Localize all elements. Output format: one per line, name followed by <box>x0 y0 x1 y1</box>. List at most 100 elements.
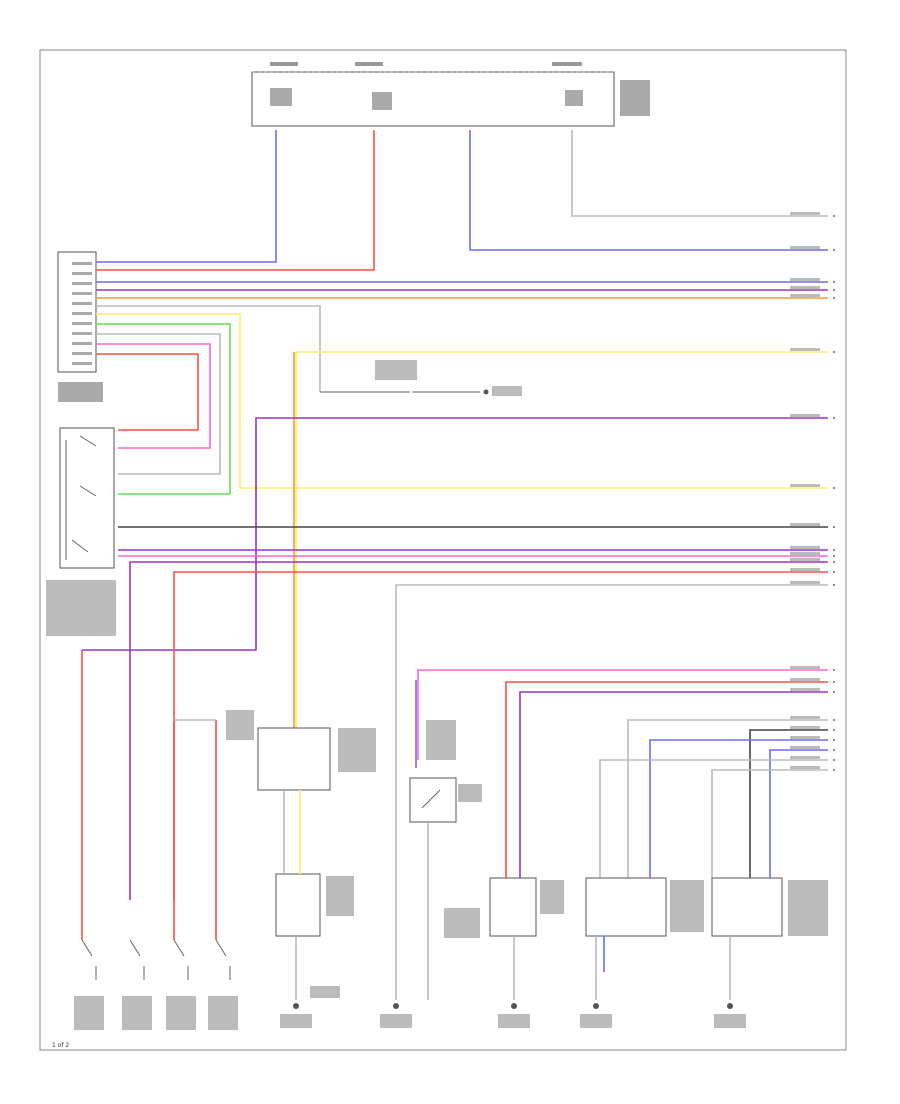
connector-icon <box>833 584 835 586</box>
wire-blue-right <box>469 130 828 251</box>
wire-label <box>790 766 820 769</box>
wire-pink-loop <box>96 343 211 449</box>
ground-caption <box>714 1014 746 1028</box>
bottom-left-caption <box>444 908 480 938</box>
wire-blue-750 <box>769 749 828 878</box>
wire-gray-loop <box>96 333 221 475</box>
wire-label <box>790 736 820 739</box>
mid-module-box <box>257 727 331 791</box>
right-switch-caption <box>426 720 456 760</box>
connector-icon <box>833 561 835 563</box>
center-module-text <box>492 386 522 396</box>
connector-icon <box>833 729 835 731</box>
wire-yellow-mid <box>295 351 828 728</box>
wire-label <box>790 726 820 729</box>
wire-label <box>790 756 820 759</box>
ground-caption <box>498 1014 530 1028</box>
connector-icon <box>833 691 835 693</box>
wire-label <box>790 523 820 526</box>
wire-label <box>790 568 820 571</box>
connector-icon <box>833 281 835 283</box>
switch-icon <box>173 939 185 957</box>
wire-label <box>790 666 820 669</box>
wire-blue-top <box>96 130 277 263</box>
lower-mid-module-box <box>275 873 321 937</box>
wire-label <box>790 746 820 749</box>
wire-green <box>96 323 231 495</box>
wire-gray-216 <box>571 130 828 217</box>
connector-icon <box>833 571 835 573</box>
center-module-caption <box>375 360 417 380</box>
door-switch-caption <box>46 580 116 636</box>
right-switch-module-box <box>409 777 457 823</box>
wire-label <box>790 212 820 215</box>
horizontal-wire-bus <box>82 130 828 1000</box>
wire-label <box>790 688 820 691</box>
wire-gray-760 <box>599 759 828 878</box>
connector-icon <box>833 417 835 419</box>
switch-icon <box>129 939 141 957</box>
switch-icon <box>215 939 227 957</box>
bottom-switches <box>74 939 238 1030</box>
connector-icon <box>833 351 835 353</box>
mid-module-caption <box>338 728 376 772</box>
top-module-labels <box>270 62 650 116</box>
wire-label <box>790 552 820 555</box>
connector-icon <box>833 549 835 551</box>
ground-caption <box>580 1014 612 1028</box>
bottom-module-3-box <box>711 877 783 937</box>
diagram-frame <box>39 49 847 1051</box>
wire-pink-670 <box>417 669 828 760</box>
connector-icon <box>833 526 835 528</box>
connector-icon <box>833 749 835 751</box>
door-switch-contacts <box>65 435 97 560</box>
ground-caption <box>280 1014 312 1028</box>
switch-caption <box>74 996 104 1030</box>
switch-caption <box>122 996 152 1030</box>
left-connector-pins <box>72 262 92 365</box>
connector-icon <box>833 555 835 557</box>
connector-icon <box>833 289 835 291</box>
wire-gray-770 <box>711 769 828 878</box>
wire-violet-692 <box>519 691 828 878</box>
lower-mid-module-ground-label <box>310 986 340 998</box>
wire-label <box>790 286 820 289</box>
wire-label <box>790 716 820 719</box>
wire-gray-stub <box>96 305 321 392</box>
wire-red-top <box>96 130 375 271</box>
door-switch-box <box>59 427 115 569</box>
lower-mid-module-caption <box>326 876 354 916</box>
center-module-node <box>483 389 489 395</box>
connector-icon <box>833 759 835 761</box>
ground-icon <box>511 1003 517 1009</box>
wire-gray-585 <box>395 584 828 1000</box>
connector-icon <box>833 719 835 721</box>
wire-black-730 <box>749 729 828 878</box>
bottom-module-3-caption <box>788 880 828 936</box>
wire-label <box>790 484 820 487</box>
wire-violet-562 <box>129 561 828 900</box>
left-connector-caption <box>58 382 103 402</box>
connector-icon <box>833 297 835 299</box>
wire-label <box>790 581 820 584</box>
wire-label <box>790 546 820 549</box>
connector-icon <box>833 769 835 771</box>
bottom-module-1-box <box>489 877 537 937</box>
right-switch-contact <box>421 789 441 809</box>
wire-red-loop <box>96 353 199 431</box>
wire-gray-720 <box>627 719 828 878</box>
bottom-module-2-caption <box>670 880 704 932</box>
wire-blue-740 <box>649 739 828 878</box>
wire-violet-418 <box>82 417 828 651</box>
wire-label <box>790 558 820 561</box>
wire-label <box>790 678 820 681</box>
wire-label <box>790 348 820 351</box>
ground-icon <box>393 1003 399 1009</box>
connector-icon <box>833 215 835 217</box>
switch-caption <box>166 996 196 1030</box>
vertical-wire-runs <box>81 650 731 1000</box>
ground-icon <box>593 1003 599 1009</box>
wire-label <box>790 294 820 297</box>
bottom-module-1-caption <box>540 880 564 914</box>
